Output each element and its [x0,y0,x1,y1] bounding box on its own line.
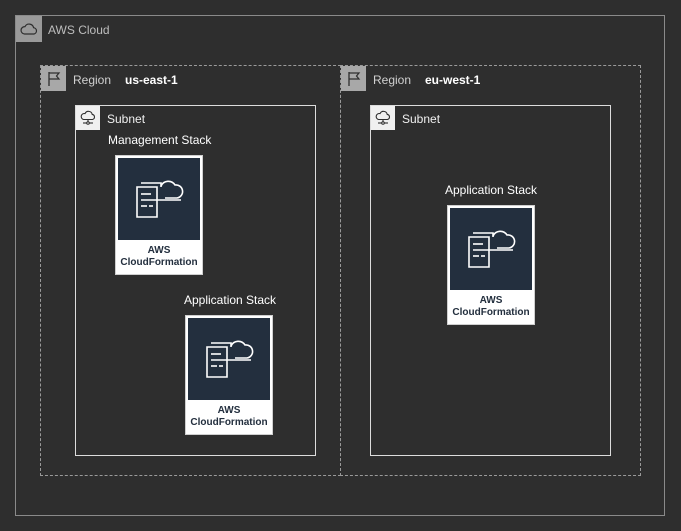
region-us-east-1: Region us-east-1 [40,65,341,476]
flag-icon [41,66,66,91]
cloud-icon [16,16,42,42]
cloudformation-icon [450,208,532,290]
aws-cloud-group: AWS Cloud [15,15,665,516]
service-name-line1: AWS [479,295,503,306]
service-name-line1: AWS [147,245,171,256]
subnet-label: Subnet [402,112,441,126]
application-stack-label: Application Stack [184,293,277,307]
service-name-line2: CloudFormation [190,417,268,428]
subnet-label: Subnet [107,112,146,126]
region-eu-west-1: Region eu-west-1 [340,65,641,476]
aws-cloud-label: AWS Cloud [48,23,110,37]
subnet-eu-west-1: Subnet [370,105,611,456]
cloudformation-node[interactable]: AWS CloudFormation [115,155,203,275]
management-stack-label: Management Stack [108,133,212,147]
cloudformation-node[interactable]: AWS CloudFormation [447,205,535,325]
cloudformation-icon [118,158,200,240]
subnet-icon [371,106,395,130]
region-name: us-east-1 [125,73,178,87]
service-name-line1: AWS [217,405,241,416]
region-label: Region [73,73,112,87]
subnet-icon [76,106,100,130]
region-name: eu-west-1 [425,73,481,87]
region-label: Region [373,73,412,87]
service-name-line2: CloudFormation [452,307,530,318]
cloudformation-icon [188,318,270,400]
service-name-line2: CloudFormation [120,257,198,268]
cloudformation-node[interactable]: AWS CloudFormation [185,315,273,435]
subnet-us-east-1: Subnet [75,105,316,456]
flag-icon [341,66,366,91]
application-stack-label: Application Stack [445,183,538,197]
